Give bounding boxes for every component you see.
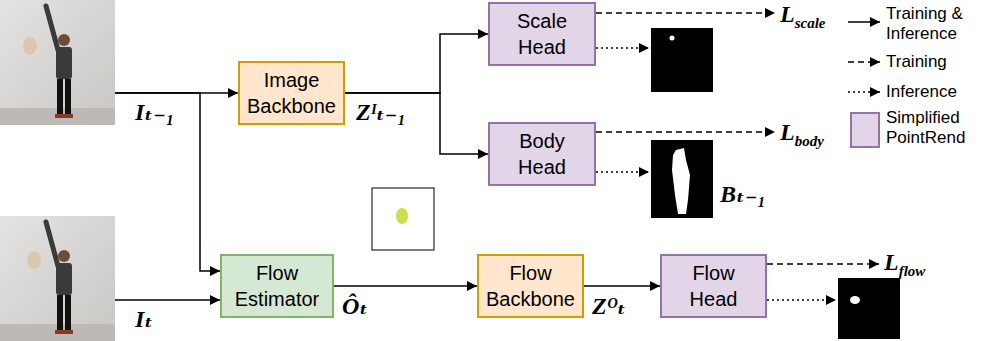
ball-blur <box>27 251 41 269</box>
frame-photo <box>0 216 115 341</box>
feature-symbol: Zᴵₜ₋₁ <box>356 98 406 127</box>
frame-symbol: Iₜ₋₁ <box>135 98 174 127</box>
inference-arrow <box>596 171 649 173</box>
flow-arrow <box>345 93 488 154</box>
loss-symbol: Lflow <box>884 248 925 277</box>
photo-ground <box>0 216 115 341</box>
mask-ground <box>838 278 900 339</box>
training-arrow <box>596 12 775 14</box>
person-leg <box>65 79 71 115</box>
legend-text: Simplified PointRend <box>886 108 990 147</box>
person-shoe <box>64 114 73 118</box>
raised-arm <box>46 222 58 266</box>
person-head <box>58 34 70 46</box>
flow-arrow <box>115 93 220 271</box>
box-label: Flow Head <box>669 260 759 312</box>
training-arrow <box>767 263 879 265</box>
legend-solid-arrow <box>848 21 880 23</box>
person-torso <box>56 263 72 295</box>
box-label: Scale Head <box>497 8 587 60</box>
inference-arrow <box>596 47 649 49</box>
box-label: Body Head <box>497 128 587 180</box>
input-frame: Iₜ₋₁ <box>0 0 115 125</box>
mask-ground <box>651 140 713 218</box>
flow-arrow <box>584 285 660 287</box>
mask-dot <box>670 36 675 41</box>
legend-swatch <box>850 112 880 148</box>
training-arrow <box>596 131 775 133</box>
mask-ground <box>651 28 713 92</box>
box-label: Image Backbone <box>247 67 337 119</box>
process-box: Image Backbone <box>238 61 345 125</box>
person-shoe <box>55 114 64 118</box>
mask-symbol: Bₜ₋₁ <box>720 180 766 209</box>
body-silhouette <box>672 148 690 214</box>
flow-arrow <box>334 285 477 287</box>
flow-frame <box>372 188 434 250</box>
legend-text: Inference <box>886 82 990 102</box>
feature-symbol: Zᴼₜ <box>592 292 626 321</box>
legend-dotted-arrow <box>848 91 880 93</box>
flow-arrow <box>115 299 220 301</box>
photo-ground <box>0 0 115 125</box>
box-label: Flow Backbone <box>486 260 576 312</box>
person-leg <box>57 79 63 115</box>
frame-symbol: Iₜ <box>135 305 153 334</box>
process-box: Flow Estimator <box>220 254 334 318</box>
ball-blur <box>23 37 37 55</box>
inference-arrow <box>767 299 836 301</box>
raised-arm <box>46 6 58 50</box>
scale-mask <box>651 28 713 92</box>
person-shoe <box>64 330 73 334</box>
person-torso <box>56 47 72 79</box>
mask-dot <box>850 296 860 304</box>
input-frame: Iₜ <box>0 216 115 341</box>
process-box: Flow Head <box>660 254 767 318</box>
legend-text: Training & Inference <box>886 4 990 43</box>
process-box: Scale Head <box>488 2 596 66</box>
box-label: Flow Estimator <box>232 260 322 312</box>
process-box: Body Head <box>488 122 596 186</box>
loss-symbol: Lbody <box>780 118 824 147</box>
person-leg <box>65 295 71 331</box>
process-box: Flow Backbone <box>477 254 584 318</box>
body-mask <box>651 140 713 218</box>
flow-image <box>372 188 434 250</box>
legend-samples <box>848 22 880 92</box>
legend-text: Training <box>886 52 990 72</box>
legend-dashed-arrow <box>848 61 880 63</box>
flow-arrow <box>345 34 488 93</box>
loss-symbol: Lscale <box>780 0 826 29</box>
frame-photo <box>0 0 115 125</box>
person-shoe <box>55 330 64 334</box>
flow-blob <box>396 208 408 224</box>
flow-symbol: Ôₜ <box>342 292 368 321</box>
flow-mask <box>838 278 900 339</box>
person-leg <box>57 295 63 331</box>
person-head <box>58 250 70 262</box>
